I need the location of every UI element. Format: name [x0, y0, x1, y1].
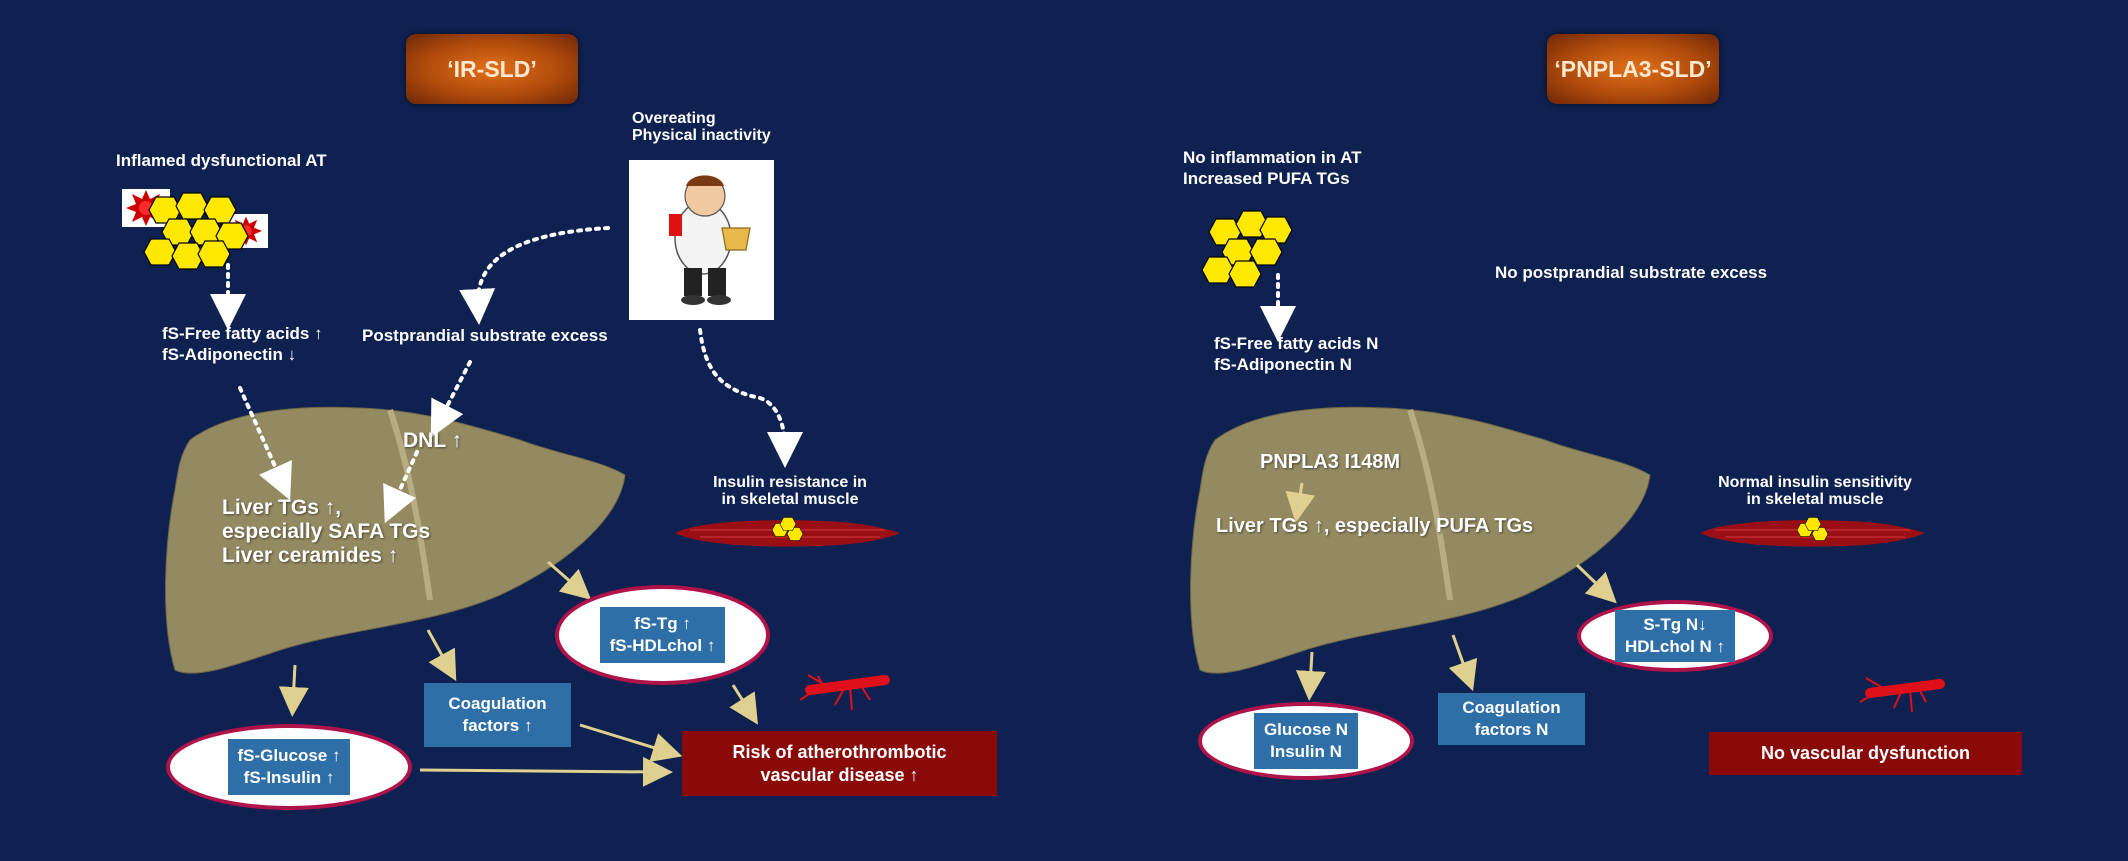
liver-label-left: Liver TGs ↑, especially SAFA TGs Liver c… — [222, 496, 431, 567]
blood-vessel-icon-right — [1859, 677, 1945, 713]
lipids-box-right: S-Tg N↓ HDLchol N ↑ — [1614, 610, 1736, 662]
lipids-ellipse-right: S-Tg N↓ HDLchol N ↑ — [1577, 600, 1773, 672]
lipids-ellipse-left: fS-Tg ↑ fS-HDLchol ↑ — [555, 585, 770, 685]
no-postprandial-label: No postprandial substrate excess — [1495, 263, 1768, 282]
glucose-ellipse-left: fS-Glucose ↑ fS-Insulin ↑ — [166, 724, 412, 810]
no-inflammation-label: No inflammation in AT Increased PUFA TGs — [1183, 148, 1362, 188]
coagulation-box-right: Coagulation factors N — [1438, 693, 1585, 745]
muscle-label-right: Normal insulin sensitivity in skeletal m… — [1718, 474, 1912, 508]
liver-label-right: Liver TGs ↑, especially PUFA TGs — [1216, 515, 1534, 537]
inflamed-at-label: Inflamed dysfunctional AT — [116, 151, 327, 170]
glucose-ellipse-right: Glucose N Insulin N — [1198, 702, 1414, 780]
ffa-label-left: fS-Free fatty acids ↑ fS-Adiponectin ↓ — [162, 324, 323, 364]
muscle-fiber-icon-right — [1700, 517, 1925, 547]
fat-cell-cluster-icon-left — [122, 189, 268, 270]
liver-right — [1190, 406, 1651, 674]
postprandial-label: Postprandial substrate excess — [362, 326, 608, 345]
title-pnpla3-sld: ‘PNPLA3-SLD’ — [1547, 34, 1719, 104]
ffa-label-right: fS-Free fatty acids N fS-Adiponectin N — [1214, 334, 1379, 374]
blood-vessel-icon-left — [799, 674, 890, 711]
glucose-box-right: Glucose N Insulin N — [1253, 713, 1359, 769]
coagulation-box-left: Coagulation factors ↑ — [424, 683, 571, 747]
muscle-label-left: Insulin resistance in in skeletal muscle — [713, 474, 867, 508]
muscle-fiber-icon-left — [675, 517, 900, 547]
lipids-box-left: fS-Tg ↑ fS-HDLchol ↑ — [599, 607, 726, 663]
dnl-label: DNL ↑ — [403, 429, 463, 452]
risk-box: Risk of atherothrombotic vascular diseas… — [682, 731, 997, 796]
glucose-box-left: fS-Glucose ↑ fS-Insulin ↑ — [227, 739, 351, 795]
vascular-box: No vascular dysfunction — [1709, 732, 2022, 775]
pnpla3-label: PNPLA3 I148M — [1260, 451, 1401, 473]
title-ir-sld: ‘IR-SLD’ — [406, 34, 578, 104]
lifestyle-label: Overeating Physical inactivity — [632, 110, 771, 144]
